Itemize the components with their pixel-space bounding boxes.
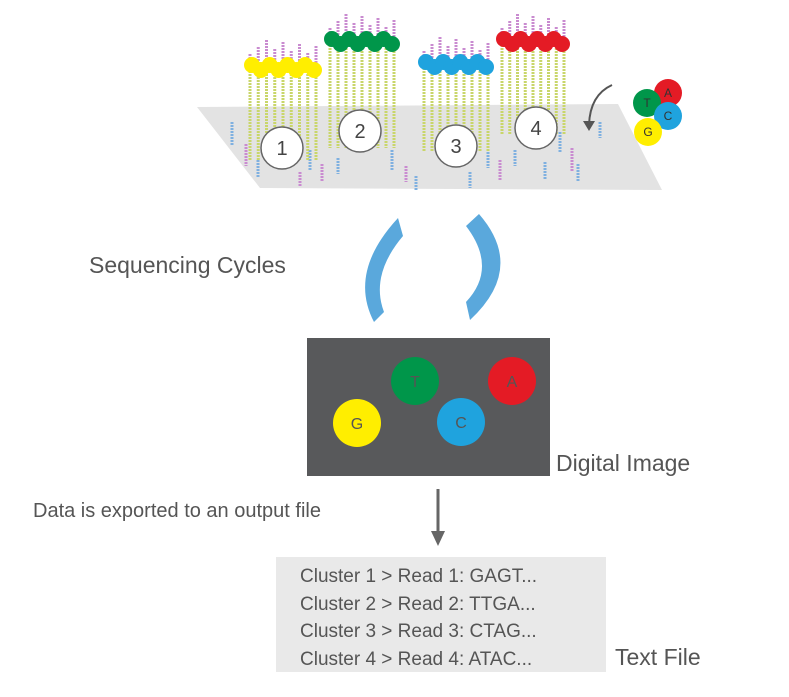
read-line-3: Cluster 3 > Read 3: CTAG... (300, 621, 537, 642)
image-dot-g (333, 399, 381, 447)
cluster-number-label: 1 (276, 138, 287, 160)
cluster-1: 1 (244, 40, 322, 170)
cluster-number-label: 3 (450, 136, 461, 158)
base-key-g (634, 118, 662, 146)
cluster-number-circle (260, 126, 304, 170)
text-file-box: Cluster 1 > Read 1: GAGT... Cluster 2 > … (276, 557, 606, 672)
cycle-arrow-right (466, 214, 501, 320)
arrowhead-icon (583, 121, 595, 131)
base-key-letter: T (643, 96, 651, 110)
cycle-arrow-left (365, 218, 403, 322)
read-line-4: Cluster 4 > Read 4: ATAC... (300, 648, 533, 670)
cluster-4: 4 (496, 14, 570, 150)
cluster-number-circle (514, 106, 558, 150)
clusters: 1 2 3 4 (244, 14, 570, 170)
export-note-label: Data is exported to an output file (33, 500, 321, 522)
cluster-number-label: 4 (530, 118, 541, 140)
fluorescent-tag (384, 36, 400, 52)
cluster-number-circle (434, 124, 478, 168)
base-key-letter: G (643, 125, 652, 139)
curved-arrow-icon (588, 84, 613, 126)
cluster-number-circle (338, 109, 382, 153)
image-dot-letter: T (410, 374, 420, 391)
digital-image-label: Digital Image (556, 450, 691, 476)
down-arrow-icon (431, 489, 445, 546)
base-key-c (654, 102, 682, 130)
cycle-arrows-icon (365, 214, 501, 322)
image-dot-c (437, 398, 485, 446)
surface-fragments (230, 122, 602, 190)
read-line-1: Cluster 1 > Read 1: GAGT... (300, 566, 538, 587)
image-dot-letter: G (351, 416, 363, 433)
image-dot-t (391, 357, 439, 405)
base-key-t (633, 89, 661, 117)
image-dot-letter: A (507, 374, 518, 391)
fluorescent-tag (554, 36, 570, 52)
image-dot-letter: C (455, 415, 467, 432)
fluorescent-tag (306, 62, 322, 78)
digital-image-dots: A T C G (333, 357, 536, 447)
cluster-number-label: 2 (354, 121, 365, 143)
read-line-2: Cluster 2 > Read 2: TTGA... (300, 593, 536, 615)
cluster-3: 3 (418, 37, 494, 168)
base-key-letter: C (664, 109, 673, 123)
image-dot-a (488, 357, 536, 405)
cluster-2: 2 (324, 14, 400, 153)
base-key-a (654, 79, 682, 107)
sequencing-cycles-label: Sequencing Cycles (89, 252, 286, 278)
fluorescent-tag (478, 59, 494, 75)
text-file-label: Text File (615, 644, 701, 670)
base-key-letter: A (664, 86, 672, 100)
